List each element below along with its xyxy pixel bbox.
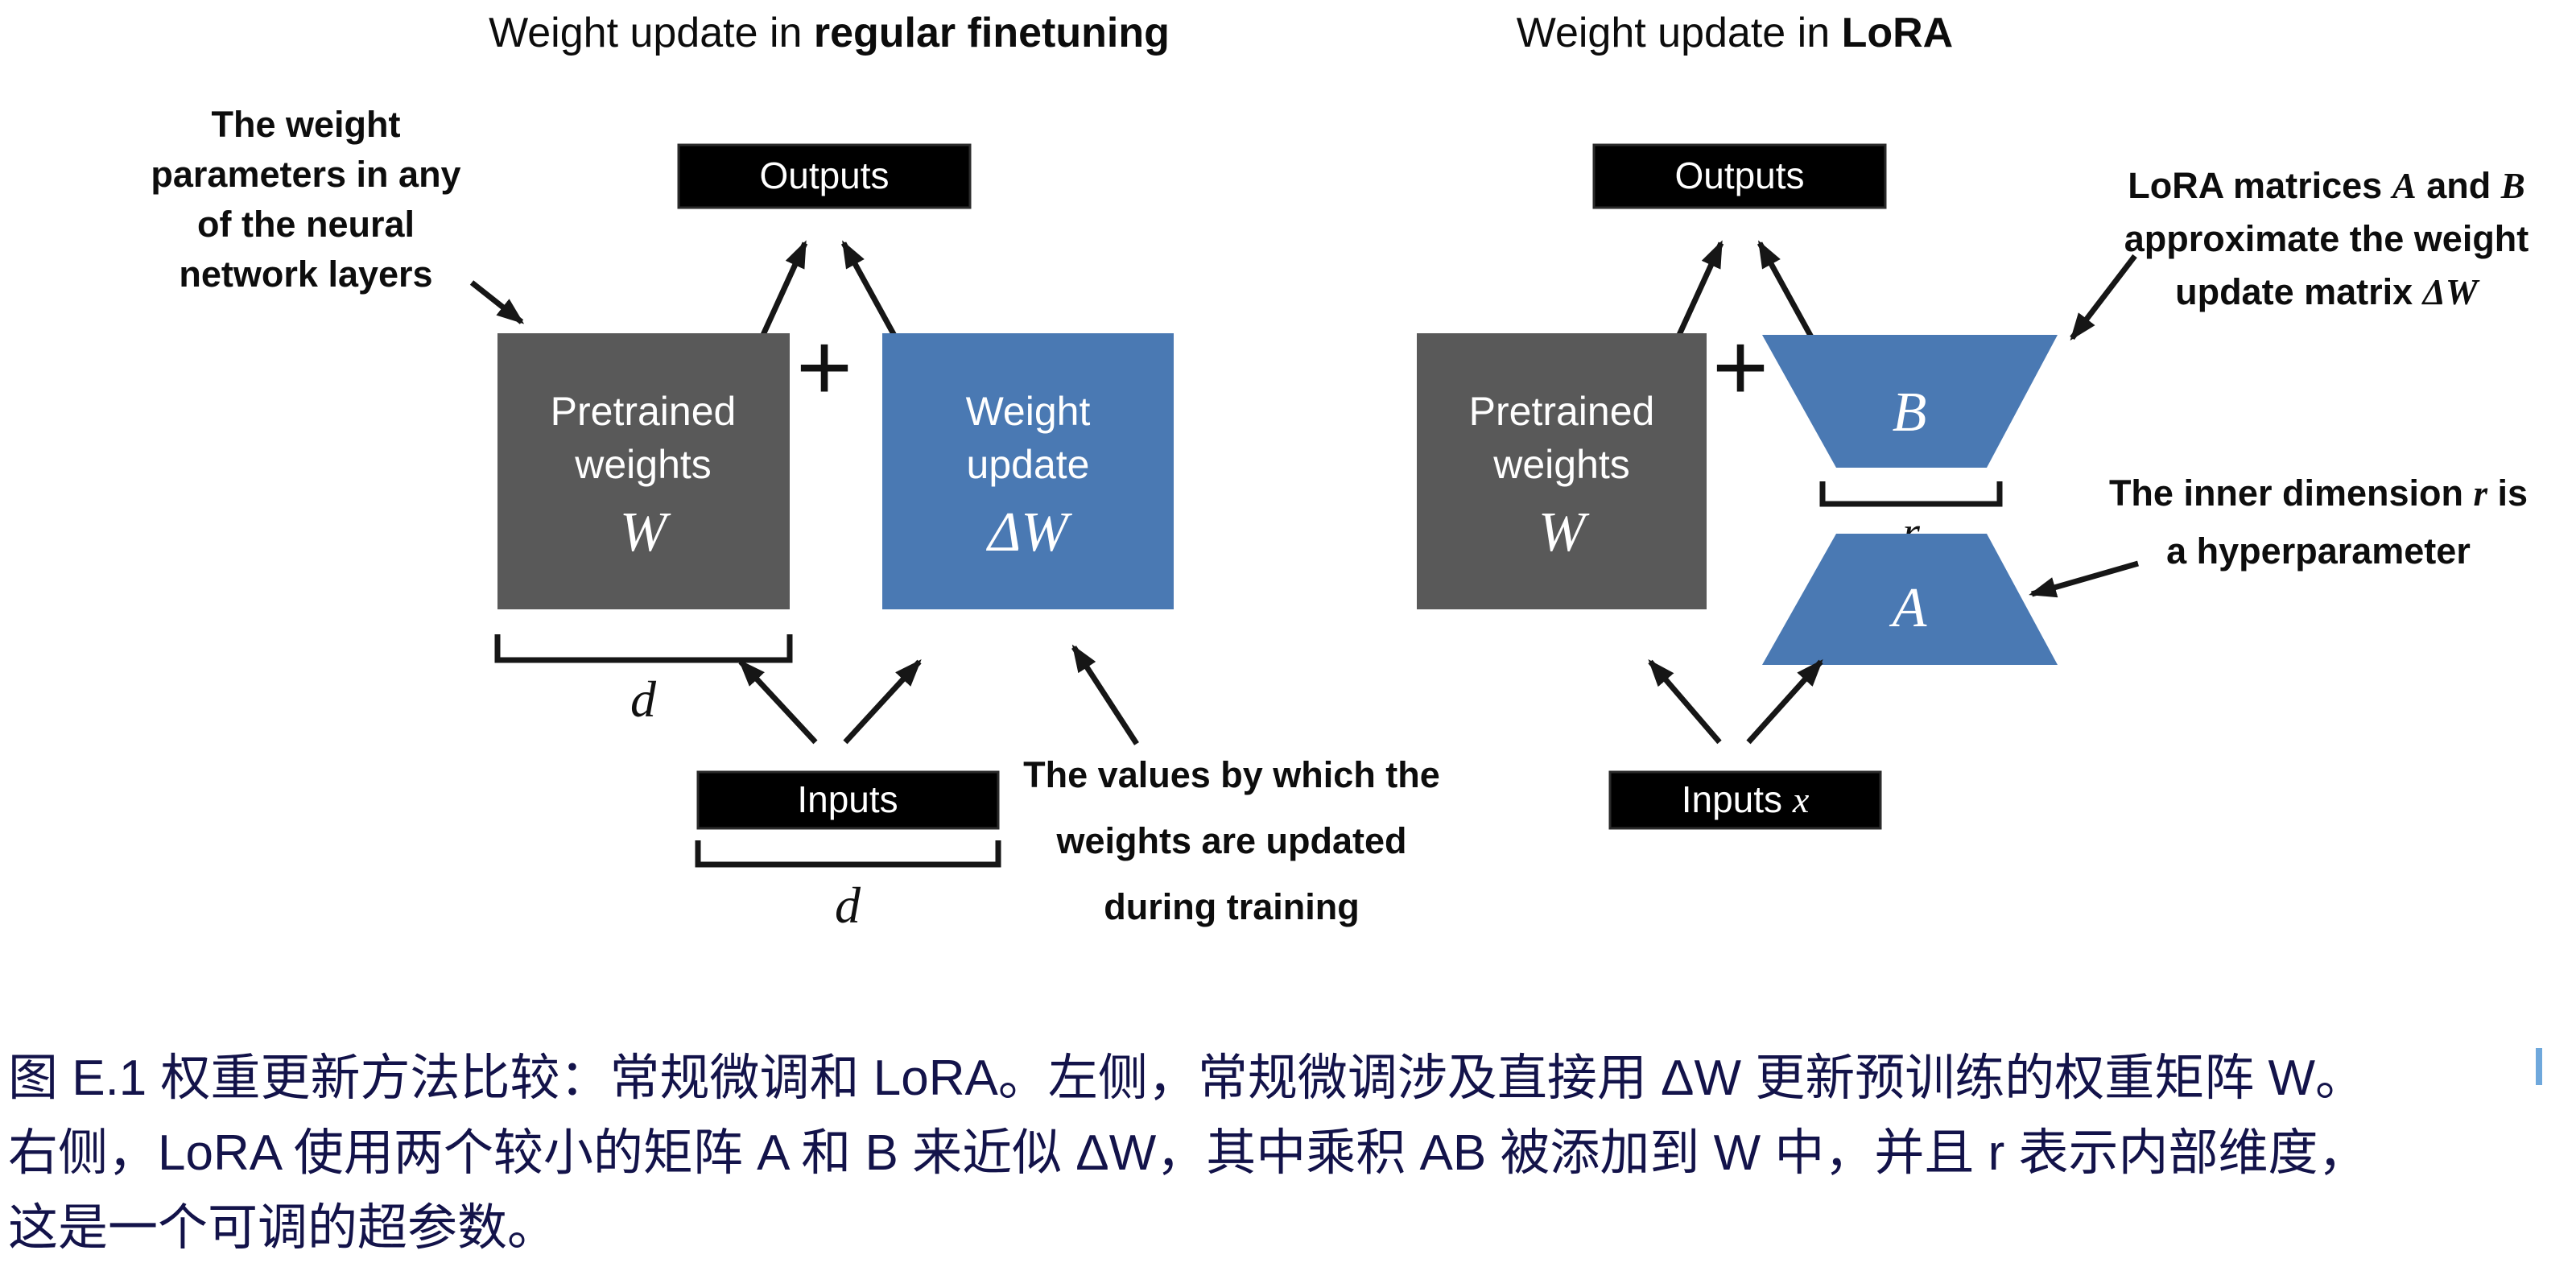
- arrow-inputs-to-a: [1746, 659, 1823, 745]
- arrow-inputs-to-update-left: [843, 659, 922, 745]
- note-ab-l1b: and: [2417, 165, 2501, 206]
- note-ab-math-a: A: [2390, 166, 2417, 206]
- note-lora-matrices: LoRA matrices A and B approximate the we…: [2124, 165, 2529, 312]
- left-title-normal: Weight update in: [489, 10, 814, 56]
- note-ab-l3a: update matrix: [2175, 271, 2423, 312]
- note-values-line1: The values by which the: [1023, 754, 1440, 795]
- caption-line1: 图 E.1 权重更新方法比较：常规微调和 LoRA。左侧，常规微调涉及直接用 Δ…: [8, 1050, 2365, 1106]
- plus-sign-left: +: [796, 313, 852, 421]
- note-ab-l1a: LoRA matrices: [2128, 165, 2392, 206]
- right-title-bold: LoRA: [1842, 10, 1954, 56]
- arrow-params-to-weights: [469, 280, 525, 324]
- d-bracket-bottom: [695, 840, 1001, 868]
- note-weight-params-line1: The weight: [212, 104, 401, 145]
- svg-text:The inner dimension r is: The inner dimension r is: [2109, 473, 2528, 514]
- weight-update-line2: update: [967, 442, 1090, 487]
- note-r-l1b: is: [2487, 473, 2528, 514]
- d-label-bottom: d: [835, 877, 861, 934]
- matrix-a-label: A: [1889, 577, 1927, 639]
- inputs-label-left: Inputs: [797, 778, 898, 820]
- arrow-inputs-to-weights-left: [738, 659, 818, 745]
- arrow-inputs-to-weights-right: [1648, 658, 1722, 745]
- caption-line3: 这是一个可调的超参数。: [8, 1200, 558, 1256]
- inputs-x-math: x: [1792, 779, 1810, 820]
- lora-diagram: Weight update in regular finetuning The …: [151, 10, 2529, 934]
- r-bracket: [1819, 481, 2003, 507]
- svg-text:update matrix ΔW: update matrix ΔW: [2175, 271, 2480, 312]
- matrix-b-label: B: [1893, 382, 1927, 444]
- text-cursor: [2536, 1048, 2542, 1085]
- d-label-top: d: [630, 671, 657, 728]
- figure-caption: 图 E.1 权重更新方法比较：常规微调和 LoRA。左侧，常规微调涉及直接用 Δ…: [8, 1041, 2572, 1265]
- right-title-normal: Weight update in: [1517, 10, 1842, 56]
- arrow-values-to-update: [1071, 644, 1139, 745]
- pretrained-line2-left: weights: [574, 442, 712, 487]
- note-ab-math-dw: ΔW: [2421, 272, 2480, 312]
- inputs-box-left: [696, 770, 1000, 830]
- arrow-note-to-b: [2070, 254, 2137, 341]
- right-panel-title: Weight update in LoRA: [1517, 10, 1953, 56]
- note-values-line2: weights are updated: [1055, 820, 1406, 861]
- note-update-values: The values by which the weights are upda…: [1023, 754, 1440, 927]
- note-weight-params-line3: of the neural: [197, 204, 415, 245]
- note-r-line2: a hyperparameter: [2166, 530, 2471, 572]
- inputs-label-right-text: Inputs: [1682, 778, 1793, 820]
- pretrained-line1-right: Pretrained: [1469, 389, 1655, 434]
- outputs-label-left: Outputs: [759, 155, 889, 196]
- note-weight-params-line4: network layers: [179, 254, 432, 295]
- pretrained-line1-left: Pretrained: [551, 389, 737, 434]
- note-values-line3: during training: [1104, 886, 1359, 927]
- outputs-box-right: [1592, 143, 1887, 209]
- weight-update-dw: ΔW: [985, 501, 1072, 563]
- note-weight-params: The weight parameters in any of the neur…: [151, 104, 460, 295]
- pretrained-weights-box-left: [497, 333, 790, 609]
- note-ab-line2: approximate the weight: [2124, 218, 2529, 259]
- note-r-math-r: r: [2474, 473, 2488, 514]
- caption-line2: 右侧，LoRA 使用两个较小的矩阵 A 和 B 来近似 ΔW，其中乘积 AB 被…: [8, 1125, 2368, 1181]
- arrow-note-to-r: [2029, 560, 2139, 598]
- outputs-label-right: Outputs: [1674, 155, 1804, 196]
- left-panel-title: Weight update in regular finetuning: [489, 10, 1170, 56]
- note-inner-dimension: The inner dimension r is a hyperparamete…: [2109, 473, 2528, 572]
- pretrained-line2-right: weights: [1492, 442, 1630, 487]
- lora-matrix-b: [1762, 335, 2058, 468]
- note-r-l1a: The inner dimension: [2109, 473, 2474, 514]
- pretrained-w-left: W: [620, 501, 671, 563]
- note-weight-params-line2: parameters in any: [151, 154, 460, 195]
- note-ab-math-b: B: [2500, 166, 2525, 206]
- pretrained-weights-box-right: [1417, 333, 1707, 609]
- d-bracket-top: [494, 634, 793, 663]
- plus-sign-right: +: [1712, 313, 1769, 421]
- pretrained-w-right: W: [1538, 501, 1590, 563]
- inputs-box-right: [1608, 770, 1882, 830]
- left-title-bold: regular finetuning: [814, 10, 1170, 56]
- inputs-label-right: Inputs x: [1682, 778, 1810, 820]
- weight-update-line1: Weight: [966, 389, 1091, 434]
- svg-text:LoRA matrices A and B: LoRA matrices A and B: [2128, 165, 2524, 206]
- lora-matrix-a: [1762, 534, 2058, 665]
- outputs-box-left: [677, 143, 972, 209]
- weight-update-box: [882, 333, 1174, 609]
